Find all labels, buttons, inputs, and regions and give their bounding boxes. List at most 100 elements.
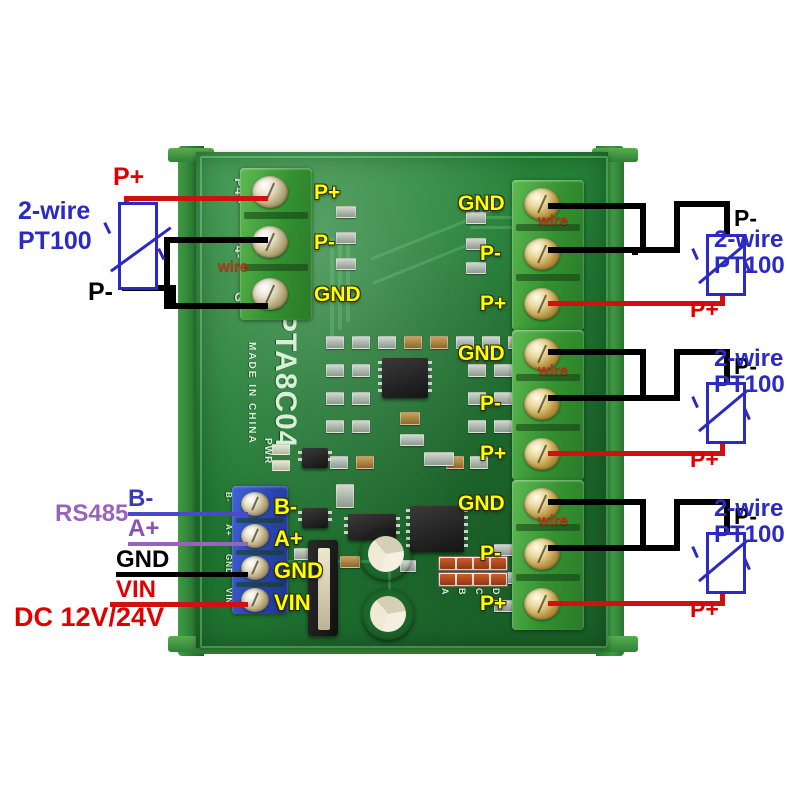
sensor-right-mid-pminus-label: P- bbox=[734, 353, 757, 379]
smd-resistor bbox=[336, 232, 356, 244]
terminal-label-ch3-pminus: P- bbox=[480, 242, 501, 265]
wire-ch2-pminus-drop bbox=[724, 349, 730, 385]
dip-label-c: C bbox=[474, 588, 484, 596]
smd-diode bbox=[400, 412, 420, 425]
pt100-body bbox=[118, 202, 158, 290]
screw-terminal-ch1-pminus[interactable] bbox=[524, 538, 560, 570]
smd-resistor bbox=[466, 212, 486, 224]
wire-ch1-gnd-top bbox=[548, 499, 646, 505]
dip-switch-bottom-row[interactable] bbox=[438, 572, 508, 587]
inductor-core bbox=[318, 548, 330, 630]
smd-resistor bbox=[326, 392, 344, 405]
wire-power-vin bbox=[110, 602, 248, 607]
power-led bbox=[272, 444, 290, 455]
jumper-wire-label-ch2: wire bbox=[538, 362, 569, 379]
sensor-left-pminus-label: P- bbox=[88, 278, 113, 306]
rs485-bus-label: RS485 bbox=[55, 500, 129, 527]
smd-resistor bbox=[470, 456, 488, 469]
smd-resistor bbox=[466, 262, 486, 274]
pt100-sensor-right-bot bbox=[691, 532, 751, 594]
smd-resistor bbox=[352, 336, 370, 349]
wire-ch1-gnd-riser bbox=[640, 499, 646, 547]
rs485-b-minus-label: B- bbox=[128, 485, 154, 512]
wire-ch3-pminus-top bbox=[674, 201, 730, 207]
screw-terminal-ch4-pplus[interactable] bbox=[252, 176, 288, 208]
terminal-label-ch2-gnd: GND bbox=[458, 342, 505, 365]
terminal-slot bbox=[236, 518, 284, 523]
wire-rs485-a-plus bbox=[128, 542, 248, 546]
silk-gnd: GND bbox=[224, 554, 233, 575]
pt100-body bbox=[706, 532, 746, 594]
terminal-slot bbox=[236, 582, 284, 587]
terminal-label-ch2-pminus: P- bbox=[480, 392, 501, 415]
wire-ch3-pminus-drop bbox=[724, 201, 730, 237]
smd-resistor bbox=[494, 420, 512, 433]
wire-ch1-pminus-run bbox=[632, 545, 680, 551]
sensor-right-mid-title-line1: 2-wire bbox=[714, 345, 784, 372]
sensor-left-title-line2: PT100 bbox=[18, 227, 92, 255]
pt100-sensor-right-mid bbox=[691, 382, 751, 444]
smd-resistor bbox=[468, 420, 486, 433]
terminal-label-ch4-pplus: P+ bbox=[314, 181, 341, 204]
smd-resistor bbox=[326, 364, 344, 377]
sensor-right-top-title-line1: 2-wire bbox=[714, 226, 784, 253]
wire-ch1-pminus-top bbox=[674, 499, 730, 505]
power-supply-label: DC 12V/24V bbox=[14, 602, 165, 632]
wire-ch1-pminus-jumper bbox=[548, 545, 646, 551]
terminal-label-gnd: GND bbox=[274, 558, 323, 583]
capacitor-top-mark bbox=[368, 536, 404, 572]
screw-terminal-vin[interactable] bbox=[241, 588, 269, 612]
smd-capacitor bbox=[404, 336, 422, 349]
wire-ch3-pminus-jumper bbox=[548, 247, 646, 253]
screw-terminal-ch3-pminus[interactable] bbox=[524, 238, 560, 270]
wire-ch3-stub bbox=[548, 247, 554, 253]
pt100-sensor-right-top bbox=[691, 234, 751, 296]
sensor-right-top-pminus-label: P- bbox=[734, 205, 757, 231]
pt100-arrow-tip bbox=[691, 248, 699, 261]
smd-resistor bbox=[456, 336, 474, 349]
terminal-slot bbox=[236, 550, 284, 555]
pt100-arrow-tip bbox=[691, 546, 699, 559]
smd-resistor bbox=[336, 484, 354, 508]
wire-power-gnd bbox=[116, 572, 248, 577]
wire-ch3-pplus-riser bbox=[720, 286, 725, 306]
smd-capacitor bbox=[340, 556, 360, 568]
sensor-right-bot-title-line1: 2-wire bbox=[714, 495, 784, 522]
screw-terminal-ch2-pminus[interactable] bbox=[524, 388, 560, 420]
sensor-left-pplus-label: P+ bbox=[113, 163, 145, 191]
wire-ch2-pminus-riser bbox=[674, 349, 680, 401]
smd-resistor bbox=[494, 392, 512, 405]
terminal-slot bbox=[516, 424, 580, 431]
terminal-slot bbox=[516, 574, 580, 581]
jumper-wire-label-ch1: wire bbox=[538, 512, 569, 529]
ic-adc bbox=[378, 358, 432, 398]
ic-mcu bbox=[406, 506, 468, 552]
smd-resistor bbox=[352, 392, 370, 405]
wire-ch1-pplus-riser bbox=[720, 586, 725, 606]
power-led-pad bbox=[272, 460, 290, 471]
smd-resistor bbox=[468, 392, 486, 405]
smd-resistor bbox=[336, 206, 356, 218]
silk-a-plus: A+ bbox=[224, 524, 233, 537]
smd-resistor bbox=[326, 420, 344, 433]
ic-opamp bbox=[344, 514, 400, 540]
terminal-label-ch2-pplus: P+ bbox=[480, 442, 507, 465]
smd-resistor bbox=[482, 336, 500, 349]
pt100-arrow-tip bbox=[103, 222, 112, 235]
smd-capacitor bbox=[430, 336, 448, 349]
wire-ch2-pplus-riser bbox=[720, 436, 725, 456]
silk-b-minus: B- bbox=[224, 492, 233, 503]
wire-ch3-pplus-run bbox=[548, 301, 724, 306]
smd-capacitor bbox=[356, 456, 374, 469]
smd-resistor bbox=[494, 364, 512, 377]
wire-ch2-pminus-jumper bbox=[548, 395, 646, 401]
sensor-right-bot-title-line2: PT100 bbox=[714, 521, 785, 548]
smd-resistor bbox=[352, 420, 370, 433]
smd-resistor bbox=[326, 336, 344, 349]
wire-ch1-pminus-riser bbox=[674, 499, 680, 551]
power-gnd-label: GND bbox=[116, 546, 170, 573]
terminal-label-ch3-pplus: P+ bbox=[480, 292, 507, 315]
dip-label-a: A bbox=[440, 588, 450, 596]
rs485-a-plus-label: A+ bbox=[128, 515, 160, 542]
dip-switch-top-row[interactable] bbox=[438, 556, 508, 571]
